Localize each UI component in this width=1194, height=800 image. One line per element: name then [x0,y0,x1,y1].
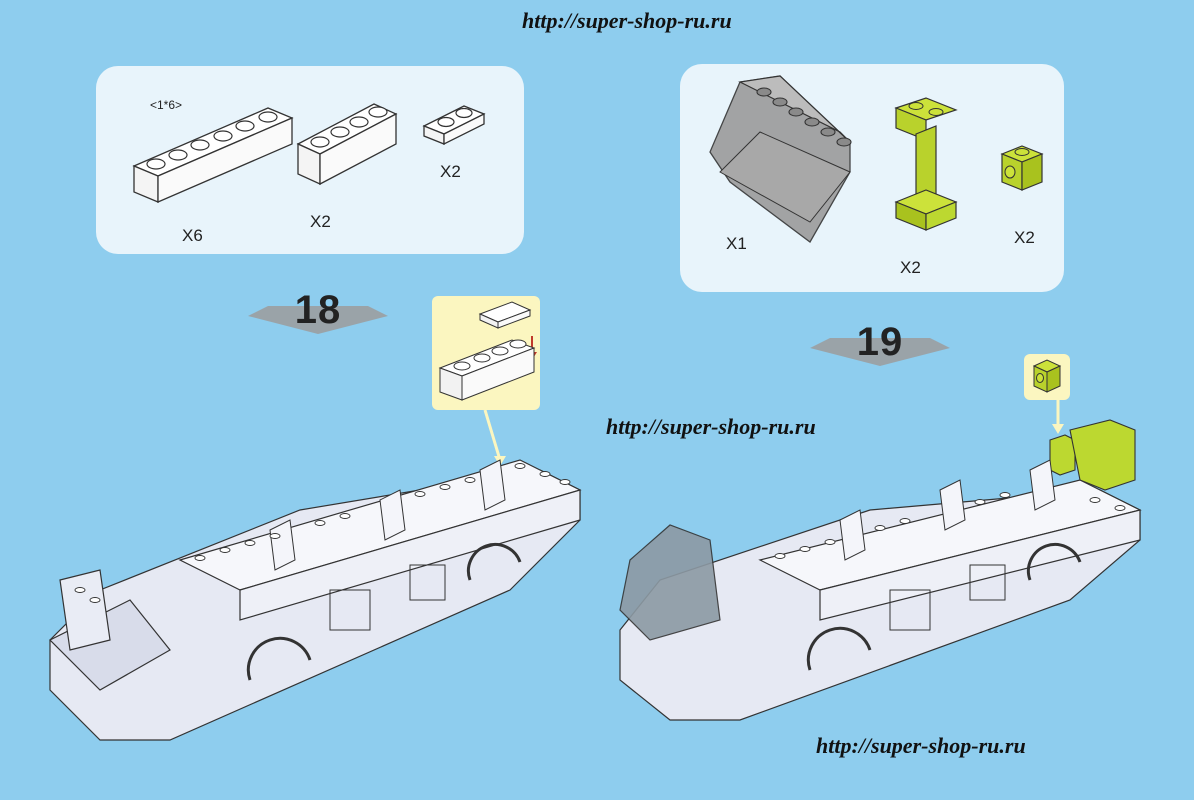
step18-badge: 18 [248,286,388,336]
part-size-label: <1*6> [150,98,183,112]
step18-bus-model [48,409,582,741]
brick-1x1-side-stud-icon [1000,145,1044,191]
qty-brick-1x4: X2 [310,212,331,231]
qty-bracket: X2 [900,258,921,277]
step19-number: 19 [856,320,904,364]
step18-callout [432,296,540,410]
plate-1x2-icon [422,105,486,146]
step19-parts-panel: X1 X2 X2 [680,64,1064,292]
windscreen-icon [709,75,852,243]
brick-1x4-icon [296,103,398,186]
brick-1x6-icon [132,107,294,203]
watermark-bottom: http://super-shop-ru.ru [816,733,1026,758]
watermark-top: http://super-shop-ru.ru [522,8,732,33]
watermark-middle: http://super-shop-ru.ru [606,414,816,439]
qty-windscreen: X1 [726,234,747,253]
qty-brick-1x6: X6 [182,226,203,245]
bracket-icon [894,97,958,231]
step19-callout [1024,354,1070,400]
step19-badge: 19 [810,318,950,368]
step18-parts-panel: <1*6> X6 X2 X2 [96,66,524,254]
step18-number: 18 [294,288,342,332]
qty-plate-1x2: X2 [440,162,461,181]
step19-bus-model [619,400,1142,721]
qty-brick-1x1-side-stud: X2 [1014,228,1035,247]
